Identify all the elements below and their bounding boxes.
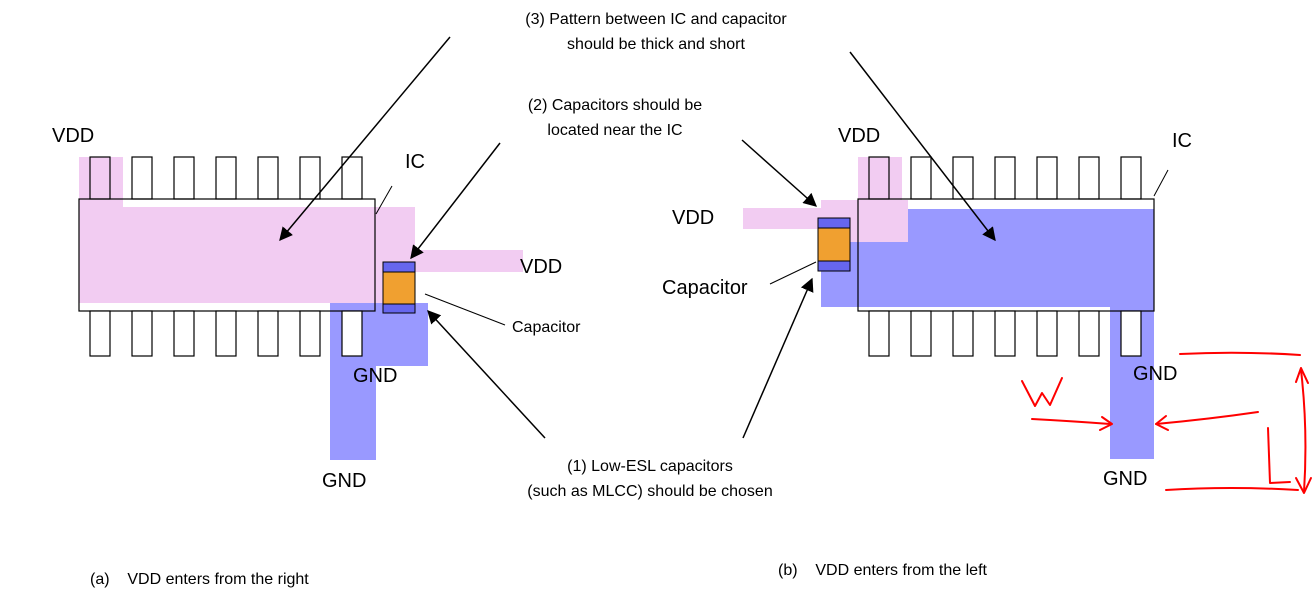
right-ic-bottom-pins [868,310,1142,357]
right-gnd-bottom-label: GND [1103,468,1147,490]
left-ic-bottom-pins [89,310,363,357]
ink-width-line [1031,418,1111,425]
ink-bottom-line [1165,487,1299,491]
annotation-lowesl-line1: (1) Low-ESL capacitors [567,458,733,475]
right-layout [743,156,1155,459]
ink-w-letter [1021,377,1063,407]
ink-length-head-bottom [1295,477,1312,494]
left-layout [78,156,523,460]
annotation-near-line2: located near the IC [547,122,682,139]
ink-arrow-head-left [1099,416,1113,431]
handwritten-markup [1021,351,1312,494]
annotation-pattern-line2: should be thick and short [567,36,745,53]
ink-arrow-head-right [1155,415,1169,431]
annotation-lowesl: (1) Low-ESL capacitors (such as MLCC) sh… [527,458,772,500]
left-vdd-trace [79,157,523,303]
ink-top-line [1179,351,1301,356]
leader-capacitor-left [424,293,506,326]
arrow-near-right [741,139,818,207]
right-gnd-trace [821,209,1154,459]
ink-width-line-right [1155,411,1259,425]
arrow-pattern-left [279,36,451,242]
arrow-lowesl-right [742,277,814,439]
arrow-lowesl-left [427,310,546,439]
left-vdd-right-label: VDD [520,256,562,278]
left-gnd-near-label: GND [353,365,397,387]
arrow-near-left [410,142,501,260]
leader-ic-left [375,185,393,215]
leader-ic-right [1153,169,1169,197]
annotation-pattern: (3) Pattern between IC and capacitor sho… [525,11,787,53]
annotation-near-line1: (2) Capacitors should be [528,97,702,114]
left-ic-label: IC [405,151,425,173]
right-vdd-left-label: VDD [672,207,714,229]
right-gnd-near-label: GND [1133,363,1177,385]
right-capacitor [817,217,851,272]
right-caption: (b) VDD enters from the left [778,562,988,579]
arrow-pattern-right [849,51,996,242]
right-capacitor-label: Capacitor [662,277,748,299]
left-caption: (a) VDD enters from the right [90,571,309,588]
right-vdd-top-label: VDD [838,125,880,147]
annotation-lowesl-line2: (such as MLCC) should be chosen [527,483,772,500]
left-vdd-top-label: VDD [52,125,94,147]
ink-length-arrow [1300,369,1307,493]
ink-length-head-top [1295,367,1309,384]
left-capacitor [382,261,416,314]
leader-lines [279,36,1169,439]
leader-capacitor-right [769,261,817,285]
ink-l-letter [1267,427,1291,484]
annotation-pattern-line1: (3) Pattern between IC and capacitor [525,11,787,28]
right-ic-top-pins [868,156,1142,200]
left-gnd-bottom-label: GND [322,470,366,492]
annotation-near: (2) Capacitors should be located near th… [528,97,702,139]
left-ic-top-pins [89,156,363,200]
left-capacitor-label: Capacitor [512,319,581,336]
right-ic-label: IC [1172,130,1192,152]
